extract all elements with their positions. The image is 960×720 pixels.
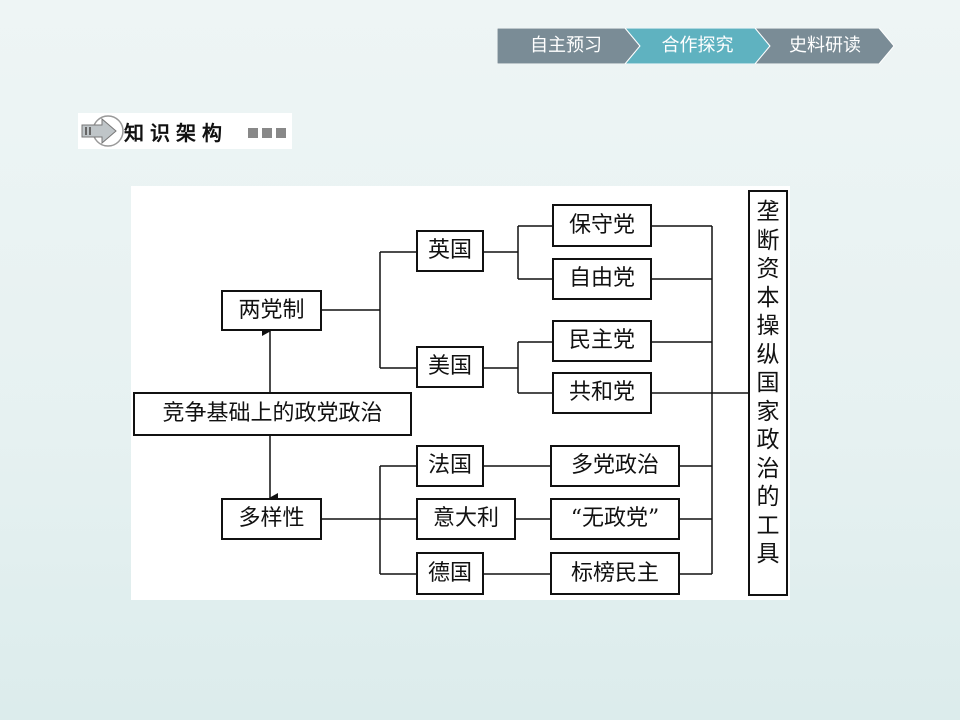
node-no-party: “无政党”: [550, 498, 680, 540]
conclusion-char: 工: [756, 512, 780, 539]
chapter-nav: 自主预习 合作探究 史料研读: [497, 28, 897, 64]
node-diverse: 多样性: [221, 498, 322, 540]
arrow-icon: [81, 115, 124, 147]
node-italy: 意大利: [416, 498, 516, 540]
decor-square: [262, 128, 272, 138]
node-us: 美国: [416, 346, 484, 388]
section-title: 知识架构: [124, 121, 228, 145]
conclusion-char: 家: [756, 398, 780, 425]
node-model-democracy: 标榜民主: [550, 552, 680, 595]
conclusion-char: 操: [756, 313, 780, 339]
decor-square: [248, 128, 258, 138]
conclusion-char: 断: [756, 227, 780, 254]
node-conservative: 保守党: [552, 204, 652, 247]
node-uk: 英国: [416, 230, 484, 272]
conclusion-char: 垄: [756, 199, 780, 225]
tab-preview[interactable]: 自主预习: [530, 35, 602, 56]
node-france: 法国: [416, 445, 484, 487]
node-liberal: 自由党: [552, 258, 652, 300]
conclusion-char: 资: [756, 256, 780, 282]
conclusion-char: 本: [756, 284, 780, 311]
tab-explore[interactable]: 合作探究: [661, 35, 734, 56]
node-root: 竞争基础上的政党政治: [133, 392, 412, 436]
decor-square: [276, 128, 286, 138]
node-two-party: 两党制: [221, 290, 322, 331]
conclusion-char: 政: [756, 427, 780, 453]
node-republican: 共和党: [552, 372, 652, 414]
conclusion-char: 的: [756, 484, 780, 510]
section-header: 知识架构: [78, 113, 292, 149]
conclusion-char: 国: [756, 370, 780, 396]
node-conclusion: 垄断资本操纵国家政治的工具: [748, 190, 788, 596]
conclusion-char: 具: [756, 541, 780, 567]
conclusion-char: 纵: [756, 341, 780, 368]
conclusion-char: 治: [756, 455, 780, 482]
nav-background: [497, 28, 895, 64]
tab-sources[interactable]: 史料研读: [789, 35, 861, 56]
node-democratic: 民主党: [552, 320, 652, 362]
node-germany: 德国: [416, 552, 484, 595]
node-multi-party: 多党政治: [550, 445, 680, 487]
